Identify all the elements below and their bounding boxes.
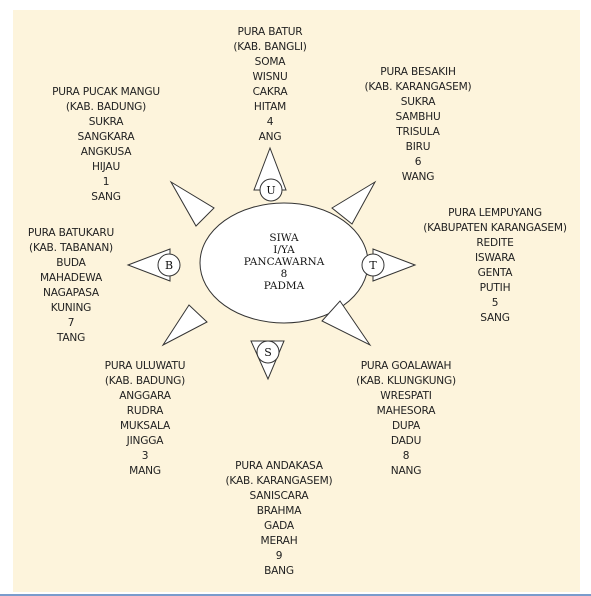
temple-name: PURA BATUR	[237, 26, 303, 38]
temple-attribute: DUPA	[391, 420, 421, 432]
temple-attribute: RUDRA	[126, 405, 164, 417]
temple-attribute: 6	[414, 156, 422, 168]
northeast-ray	[331, 180, 377, 225]
temple-attribute: 9	[275, 550, 283, 562]
temple-attribute: BIRU	[405, 141, 431, 153]
temple-attribute: BUDA	[56, 257, 86, 269]
temple-attribute: MANG	[129, 465, 161, 477]
temple-attribute: JINGGA	[126, 435, 164, 447]
northeast-temple-block: PURA BESAKIH (KAB. KARANGASEM) SUKRA SAM…	[364, 65, 471, 185]
center-line: PANCAWARNA	[243, 256, 325, 268]
north-temple-block: PURA BATUR (KAB. BANGLI) SOMA WISNU CAKR…	[233, 25, 307, 145]
center-line: SIWA	[269, 232, 299, 244]
temple-attribute: MERAH	[260, 535, 298, 547]
temple-attribute: HIJAU	[91, 161, 121, 173]
temple-attribute: NANG	[390, 465, 422, 477]
temple-attribute: MAHESORA	[376, 405, 436, 417]
temple-attribute: PUTIH	[479, 282, 511, 294]
temple-attribute: MUKSALA	[119, 420, 170, 432]
temple-attribute: SOMA	[254, 56, 286, 68]
temple-regency: (KAB. KARANGASEM)	[364, 81, 472, 93]
temple-attribute: REDITE	[476, 237, 514, 249]
temple-attribute: SANG	[480, 312, 510, 324]
temple-attribute: SUKRA	[88, 116, 124, 128]
north-direction-label: U	[266, 184, 275, 197]
temple-attribute: 3	[141, 450, 149, 462]
temple-attribute: DADU	[390, 435, 422, 447]
temple-attribute: GADA	[264, 520, 294, 532]
temple-attribute: HITAM	[253, 101, 287, 113]
temple-attribute: TANG	[56, 332, 86, 344]
temple-attribute: 8	[402, 450, 410, 462]
temple-attribute: CAKRA	[252, 86, 288, 98]
temple-attribute: 5	[491, 297, 499, 309]
west-direction-label: B	[165, 259, 173, 272]
northwest-temple-block: PURA PUCAK MANGU (KAB. BADUNG) SUKRA SAN…	[52, 85, 160, 205]
temple-attribute: TRISULA	[396, 126, 440, 138]
temple-attribute: SAMBHU	[395, 111, 441, 123]
center-label: SIWA I/YA PANCAWARNA 8 PADMA	[244, 232, 325, 292]
northwest-ray	[169, 180, 215, 227]
temple-attribute: WISNU	[252, 71, 288, 83]
southeast-ray	[321, 300, 372, 347]
north-direction-circle	[259, 178, 283, 202]
temple-attribute: ANG	[258, 131, 282, 143]
temple-attribute: ANGKUSA	[80, 146, 132, 158]
center-line: PADMA	[263, 280, 305, 292]
temple-attribute: 7	[67, 317, 75, 329]
temple-attribute: WANG	[401, 171, 435, 183]
south-temple-block: PURA ANDAKASA (KAB. KARANGASEM) SANISCAR…	[225, 459, 332, 579]
temple-attribute: SANGKARA	[77, 131, 135, 143]
temple-name: PURA BATUKARU	[27, 227, 115, 239]
temple-name: PURA ANDAKASA	[235, 460, 323, 472]
east-direction-circle	[361, 253, 385, 277]
temple-attribute: BANG	[264, 565, 294, 577]
temple-attribute: SANG	[91, 191, 121, 203]
south-direction-label: S	[264, 346, 272, 359]
temple-attribute: NAGAPASA	[43, 287, 99, 299]
temple-regency: (KAB. BANGLI)	[233, 41, 307, 53]
center-line: I/YA	[273, 244, 295, 256]
west-direction-circle	[157, 253, 181, 277]
temple-attribute: SUKRA	[400, 96, 436, 108]
temple-attribute: ANGGARA	[119, 390, 171, 402]
temple-name: PURA GOALAWAH	[360, 360, 452, 372]
temple-regency: (KAB. BADUNG)	[65, 101, 147, 113]
temple-regency: (KAB. KARANGASEM)	[225, 475, 333, 487]
temple-attribute: 4	[266, 116, 274, 128]
temple-regency: (KAB. BADUNG)	[104, 375, 186, 387]
temple-attribute: ISWARA	[475, 252, 515, 264]
temple-regency: (KABUPATEN KARANGASEM)	[423, 222, 567, 234]
temple-name: PURA LEMPUYANG	[448, 207, 542, 219]
bottom-rule	[0, 594, 591, 596]
southwest-temple-block: PURA ULUWATU (KAB. BADUNG) ANGGARA RUDRA…	[105, 359, 186, 479]
center-line: 8	[280, 268, 288, 280]
temple-regency: (KAB. KLUNGKUNG)	[356, 375, 456, 387]
temple-attribute: 1	[102, 176, 110, 188]
west-temple-block: PURA BATUKARU (KAB. TABANAN) BUDA MAHADE…	[28, 226, 114, 346]
temple-name: PURA ULUWATU	[104, 360, 186, 372]
temple-attribute: WRESPATI	[380, 390, 432, 402]
temple-name: PURA BESAKIH	[380, 66, 456, 78]
east-direction-label: T	[369, 259, 377, 272]
temple-attribute: BRAHMA	[256, 505, 302, 517]
temple-attribute: MAHADEWA	[39, 272, 102, 284]
southwest-ray	[161, 304, 208, 347]
temple-attribute: SANISCARA	[249, 490, 309, 502]
temple-name: PURA PUCAK MANGU	[52, 86, 160, 98]
temple-regency: (KAB. TABANAN)	[29, 242, 113, 254]
east-temple-block: PURA LEMPUYANG (KABUPATEN KARANGASEM) RE…	[423, 206, 567, 326]
temple-attribute: KUNING	[50, 302, 92, 314]
south-direction-circle	[256, 340, 280, 364]
temple-attribute: GENTA	[477, 267, 513, 279]
southeast-temple-block: PURA GOALAWAH (KAB. KLUNGKUNG) WRESPATI …	[356, 359, 456, 479]
